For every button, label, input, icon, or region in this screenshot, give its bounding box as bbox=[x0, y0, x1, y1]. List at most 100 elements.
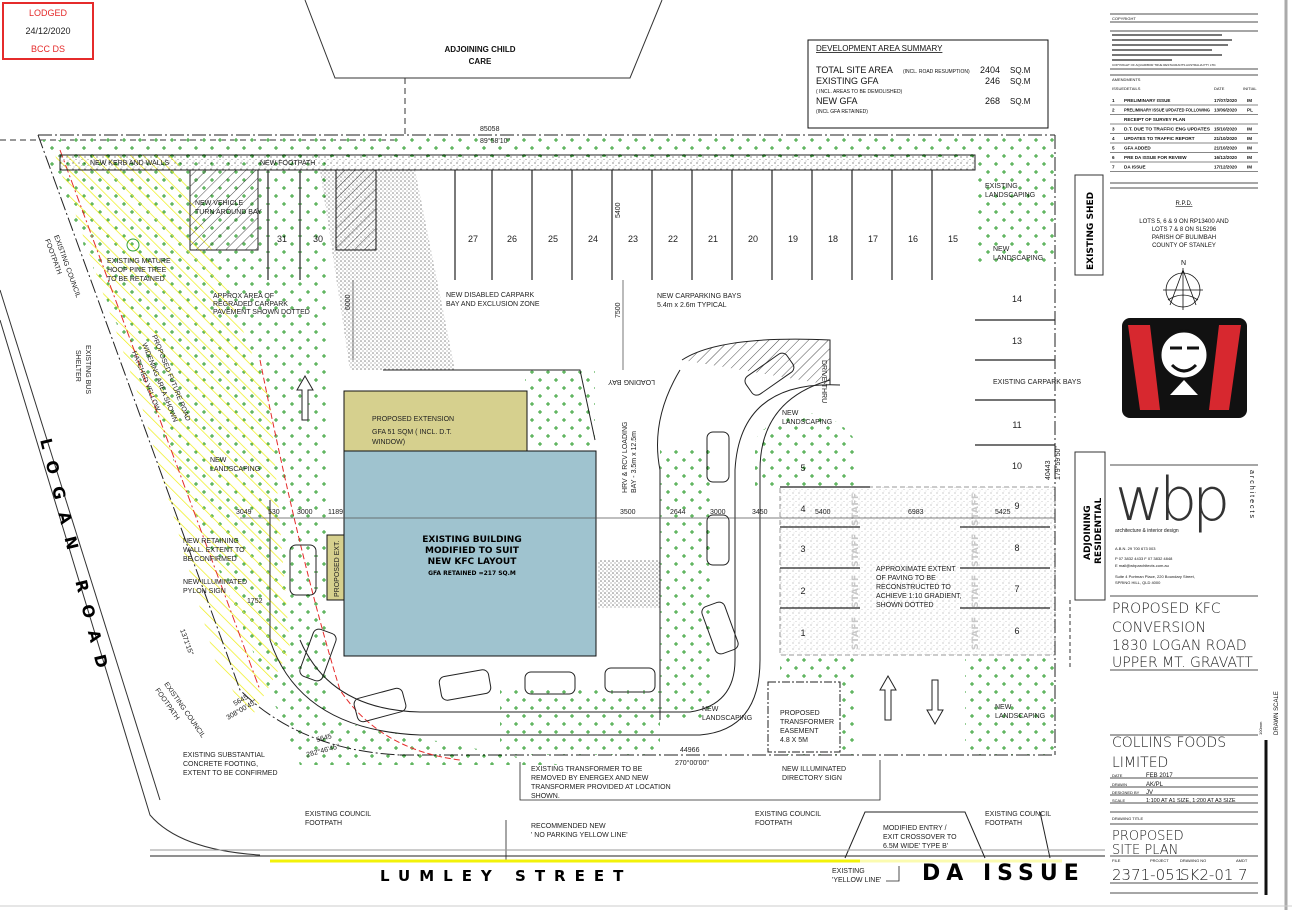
easement-label: TRANSFORMER bbox=[780, 719, 834, 726]
retaining-text: WALL. EXTENT TO bbox=[183, 547, 245, 554]
stamp-date: 24/12/2020 bbox=[25, 26, 71, 36]
easement-label: PROPOSED bbox=[780, 710, 820, 717]
wbp-architects-logo: wbp architects bbox=[1115, 465, 1255, 535]
easement-label: 4.8 X 5M bbox=[780, 737, 808, 744]
footing-text: EXTENT TO BE CONFIRMED bbox=[183, 770, 278, 777]
existing-building bbox=[343, 450, 597, 657]
lodged-stamp: LODGED 24/12/2020 BCC DS bbox=[2, 2, 94, 60]
amendment-details: DA ISSUE bbox=[1124, 165, 1146, 170]
bay-number: 21 bbox=[708, 234, 718, 244]
proposed-extension bbox=[343, 390, 528, 452]
new-bays-text: 5.4m x 2.6m TYPICAL bbox=[657, 302, 727, 309]
title-text: AMENDMENTS bbox=[1112, 77, 1141, 82]
amendment-details: PRE DA ISSUE FOR REVIEW bbox=[1124, 155, 1187, 160]
council-footpath-b2-text: FOOTPATH bbox=[985, 820, 1022, 827]
amendment-number: 7 bbox=[1238, 866, 1248, 884]
bay-number: 22 bbox=[668, 234, 678, 244]
paving-text: RECONSTRUCTED TO bbox=[876, 584, 951, 591]
unit-text: SQ.M bbox=[1010, 97, 1031, 106]
landscaping-mid-text: LANDSCAPING bbox=[782, 419, 832, 426]
staff-text: STAFF bbox=[851, 492, 861, 526]
row-text: 530 bbox=[268, 509, 280, 516]
bay-number: 17 bbox=[868, 234, 878, 244]
project-title: PROPOSED KFC bbox=[1112, 601, 1221, 617]
amendment-date: 21/10/2020 bbox=[1214, 136, 1237, 141]
adjoining-child-care: ADJOINING CHILD CARE bbox=[304, 0, 663, 79]
columns-text: ISSUE bbox=[1112, 86, 1124, 91]
new-landscaping-right-text: NEW bbox=[993, 246, 1010, 253]
bus-shelter-text: EXISTING BUS bbox=[84, 345, 91, 394]
amendment-date: 17/12/2020 bbox=[1214, 165, 1237, 170]
existing-landscaping-text: EXISTING bbox=[985, 183, 1018, 190]
project-title: CONVERSION bbox=[1112, 620, 1206, 636]
turnaround-label: TURN AROUND BAY bbox=[195, 209, 262, 216]
staff-text: STAFF bbox=[971, 574, 981, 608]
bay-number: 31 bbox=[277, 234, 287, 244]
address-text: Suite 4 Portman Place, 220 Boundary Stre… bbox=[1115, 574, 1195, 579]
new-bays-text: NEW CARPARKING BAYS bbox=[657, 293, 741, 300]
staff-text: STAFF bbox=[971, 616, 981, 650]
new-landscaping-right-text: LANDSCAPING bbox=[993, 255, 1043, 262]
traffic-arrows bbox=[296, 374, 944, 726]
amendment-issue: 5 bbox=[1112, 146, 1115, 151]
crossover-text: MODIFIED ENTRY / bbox=[883, 825, 947, 832]
vertical-text: 6000 bbox=[345, 294, 352, 310]
crossover-text: 6.5M WIDE' TYPE B' bbox=[883, 843, 948, 850]
bay-number: 10 bbox=[1012, 461, 1022, 471]
value-text: 2404 bbox=[980, 65, 1000, 75]
columns-text: DETAILS bbox=[1124, 86, 1141, 91]
drawing-title: SITE PLAN bbox=[1112, 843, 1178, 858]
da-issue-label: DA ISSUE bbox=[922, 861, 1085, 886]
gfa-retained-label: GFA RETAINED =217 SQ.M bbox=[428, 570, 516, 577]
bay-number: 2 bbox=[800, 586, 805, 596]
row-text: 1189 bbox=[328, 509, 343, 516]
bay-number: 27 bbox=[468, 234, 478, 244]
staff-text: STAFF bbox=[851, 616, 861, 650]
retaining-text: NEW RETAINING bbox=[183, 538, 239, 545]
amendment-date: 13/09/2020 bbox=[1214, 108, 1237, 113]
kfc-logo bbox=[1122, 318, 1247, 418]
council-footpath-b1-text: FOOTPATH bbox=[755, 820, 792, 827]
staff-text: STAFF bbox=[971, 492, 981, 526]
staff-text: STAFF bbox=[971, 533, 981, 567]
drawing-no-label-text: DRAWING NO bbox=[1180, 858, 1206, 863]
title-text: DEVELOPMENT AREA SUMMARY bbox=[816, 44, 943, 53]
bay-number: 18 bbox=[828, 234, 838, 244]
drawn-scale-label: DRAWN SCALE bbox=[1274, 691, 1280, 735]
bay-number: 26 bbox=[507, 234, 517, 244]
existing-shed-label: EXISTING SHED bbox=[1086, 192, 1096, 270]
turnaround-label: NEW VEHICLE bbox=[195, 200, 244, 207]
vertical-text: 7500 bbox=[615, 302, 622, 318]
label-text: TOTAL SITE AREA bbox=[816, 65, 893, 75]
value-text: 1:100 AT A1 SIZE, 1:200 AT A3 SIZE bbox=[1146, 798, 1236, 804]
landscaping-left-text: LANDSCAPING bbox=[210, 466, 260, 473]
staff-text: STAFF bbox=[851, 533, 861, 567]
disabled-text: NEW DISABLED CARPARK bbox=[446, 292, 534, 299]
left-c-text: 1371'15" bbox=[178, 628, 194, 656]
note-text: ( INCL. AREAS TO BE DEMOLISHED) bbox=[816, 89, 903, 95]
directory-text: NEW ILLUMINATED bbox=[782, 766, 846, 773]
amendment-date: 16/12/2020 bbox=[1214, 155, 1237, 160]
top-parking-bays bbox=[267, 170, 933, 280]
extension-label: WINDOW) bbox=[372, 439, 405, 446]
bay-number: 7 bbox=[1014, 584, 1019, 594]
amendment-issue: 6 bbox=[1112, 155, 1115, 160]
drive-thru-label: DRIVE-THRU bbox=[820, 360, 827, 403]
amendment-initial: IM bbox=[1247, 146, 1252, 151]
label-text: SCALE bbox=[1112, 798, 1125, 803]
lines-text: COUNTY OF STANLEY bbox=[1152, 243, 1216, 249]
value-text: JV bbox=[1146, 790, 1153, 796]
unit-text: SQ.M bbox=[1010, 66, 1031, 75]
paving-text: OF PAVING TO BE bbox=[876, 575, 936, 582]
right-bay-numbers: 14 13 11 10 9 8 7 6 5 4 3 2 1 bbox=[800, 294, 1022, 638]
north-arrow-icon: N bbox=[1163, 260, 1203, 310]
bay-number: 11 bbox=[1012, 420, 1021, 430]
row-text: 3450 bbox=[752, 509, 768, 516]
project-label-text: PROJECT bbox=[1150, 858, 1169, 863]
bay-number: 3 bbox=[800, 544, 805, 554]
amendment-details: PRELIMINARY ISSUE UPDATED FOLLOWING bbox=[1124, 108, 1210, 113]
stamp-status: LODGED bbox=[28, 8, 67, 18]
amendment-initial: PL bbox=[1247, 108, 1253, 113]
amendment-issue: 7 bbox=[1112, 165, 1115, 170]
